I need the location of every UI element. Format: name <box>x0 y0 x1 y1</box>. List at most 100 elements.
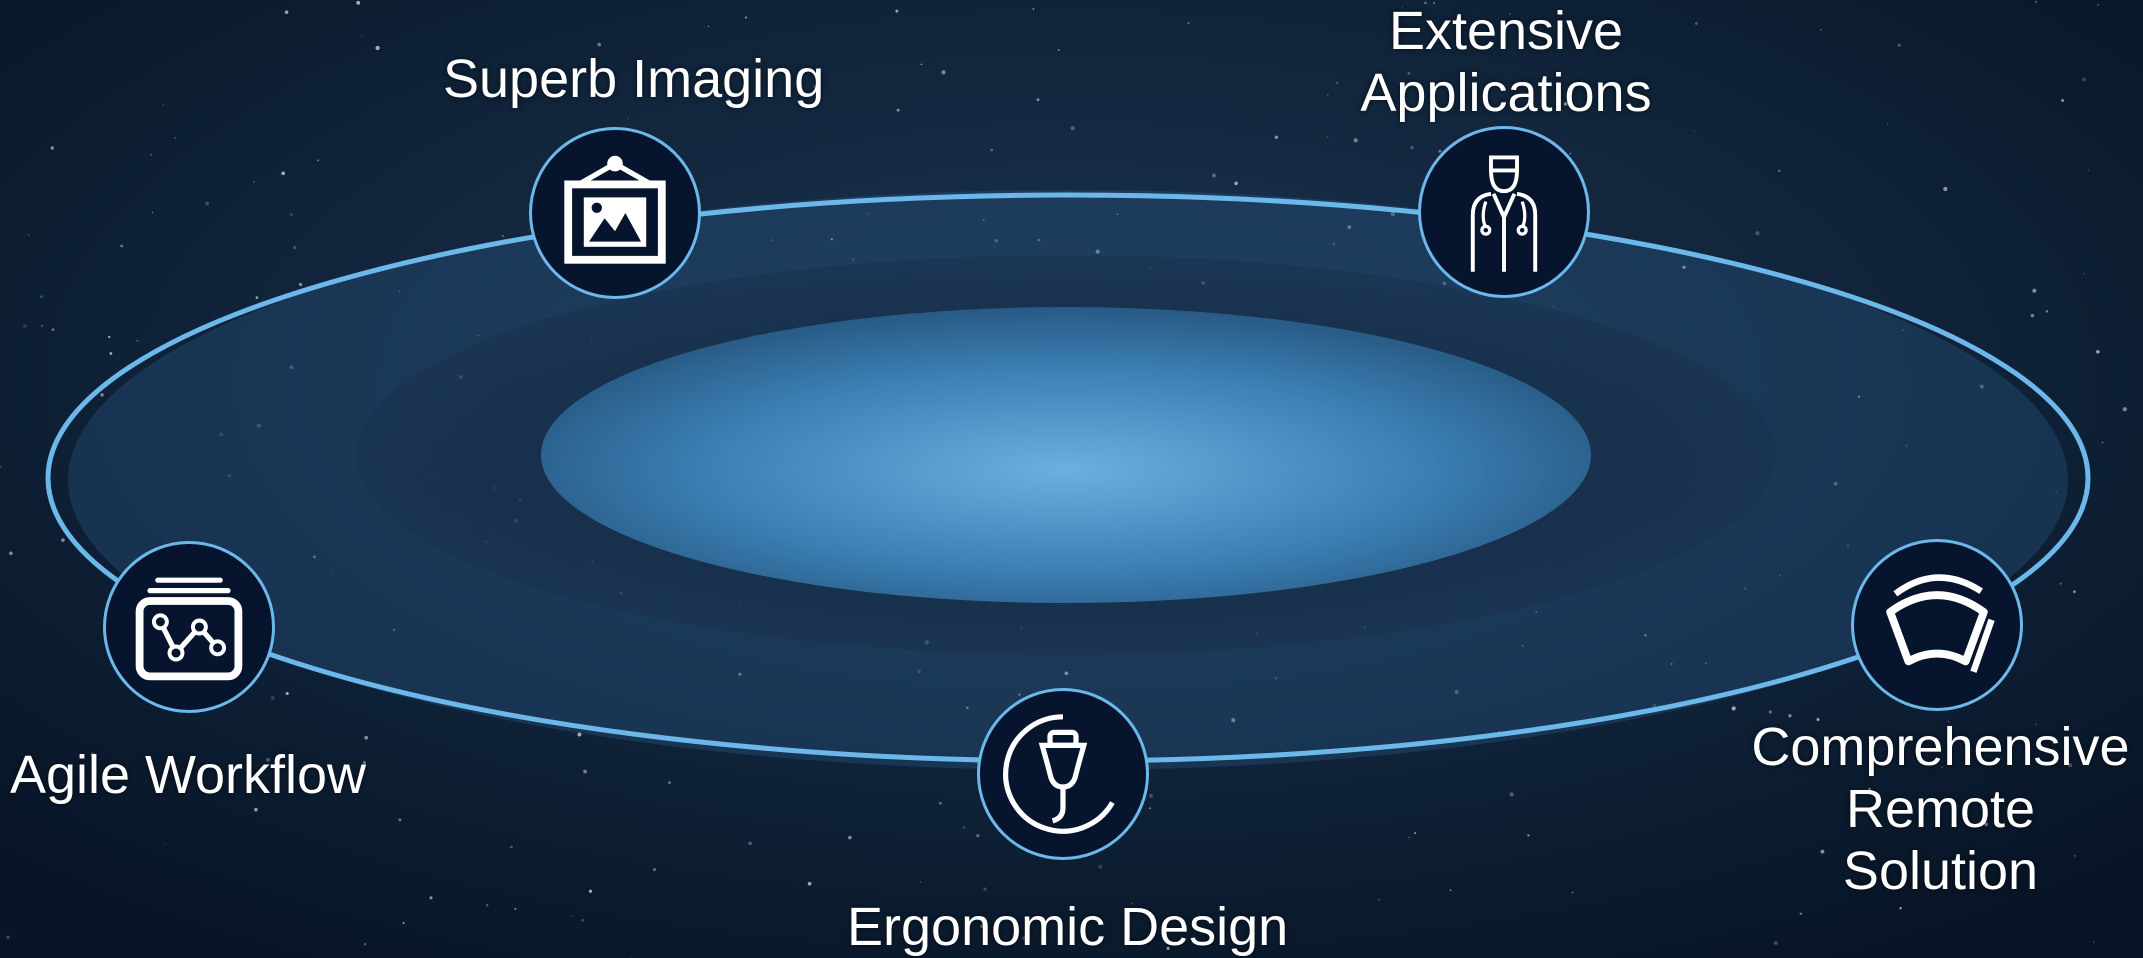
star <box>962 826 966 829</box>
agile-workflow-node <box>103 541 275 713</box>
star <box>1187 21 1190 25</box>
star <box>285 691 289 696</box>
workflow-chart-icon <box>135 577 243 681</box>
star <box>100 393 104 397</box>
star <box>1868 787 1871 791</box>
star <box>1693 130 1696 132</box>
star <box>848 835 852 840</box>
star <box>1652 703 1657 708</box>
star <box>255 296 259 299</box>
star <box>398 290 400 292</box>
star <box>2030 313 2035 318</box>
star <box>2073 590 2076 594</box>
star <box>1857 395 1861 399</box>
star <box>830 238 833 241</box>
star <box>1231 718 1236 723</box>
star <box>896 108 900 112</box>
star <box>570 915 573 917</box>
star <box>1442 281 1447 286</box>
star <box>28 234 30 236</box>
star <box>120 244 124 248</box>
star <box>2082 77 2086 82</box>
star <box>1569 152 1572 155</box>
star <box>356 0 361 5</box>
star <box>726 98 731 103</box>
star <box>2122 407 2127 412</box>
star <box>0 465 2 469</box>
star <box>1521 644 1524 647</box>
star <box>2087 169 2090 171</box>
star <box>363 942 367 946</box>
star <box>851 257 855 262</box>
star <box>1799 912 1803 916</box>
star <box>1130 902 1133 905</box>
star <box>895 9 899 13</box>
star <box>1353 138 1358 143</box>
star <box>2097 4 2099 6</box>
star <box>917 669 921 674</box>
star <box>1274 676 1278 680</box>
star <box>1116 213 1119 215</box>
superb-imaging-node <box>529 127 701 299</box>
star <box>402 922 405 924</box>
star <box>23 324 27 328</box>
framed-picture-icon <box>564 155 666 264</box>
star <box>398 818 402 822</box>
inner-glow-disc <box>541 307 1591 603</box>
star <box>270 695 275 700</box>
star <box>39 295 43 299</box>
star <box>362 760 366 765</box>
star <box>1695 22 1698 25</box>
star <box>1571 891 1574 894</box>
star <box>429 896 433 900</box>
star <box>668 781 671 784</box>
star <box>41 324 43 327</box>
star <box>1095 249 1100 254</box>
star <box>364 735 369 740</box>
star <box>1905 444 1908 447</box>
star <box>738 672 742 676</box>
star <box>219 432 224 437</box>
star <box>597 42 602 47</box>
star <box>652 868 657 872</box>
star <box>1036 98 1040 102</box>
star <box>1820 29 1822 31</box>
star <box>1670 662 1673 665</box>
star <box>2034 0 2037 3</box>
star <box>109 352 113 355</box>
star <box>1563 102 1568 106</box>
star <box>312 555 316 559</box>
star <box>813 85 817 89</box>
star <box>332 572 334 574</box>
star <box>1788 714 1792 718</box>
star <box>1947 720 1950 723</box>
star <box>1407 72 1411 75</box>
star <box>1508 13 1511 15</box>
star <box>866 212 869 216</box>
star <box>289 365 294 370</box>
star <box>1902 329 1905 331</box>
star <box>254 807 258 812</box>
star <box>1149 807 1152 810</box>
star <box>771 239 774 242</box>
star <box>1327 94 1329 97</box>
star <box>174 136 176 139</box>
star <box>1347 225 1352 229</box>
star <box>2045 310 2049 313</box>
star <box>1644 634 1647 637</box>
star <box>486 904 489 907</box>
star <box>2096 350 2100 354</box>
star <box>266 757 271 762</box>
star <box>919 881 922 883</box>
star <box>2092 941 2095 944</box>
star <box>293 245 297 250</box>
star <box>980 924 985 929</box>
star <box>6 935 10 939</box>
star <box>1390 211 1395 217</box>
star <box>1899 906 1902 910</box>
star <box>1401 6 1404 9</box>
star <box>1886 123 1889 125</box>
star <box>1454 689 1459 695</box>
agile-workflow-label: Agile Workflow <box>9 745 367 805</box>
star <box>162 104 165 106</box>
